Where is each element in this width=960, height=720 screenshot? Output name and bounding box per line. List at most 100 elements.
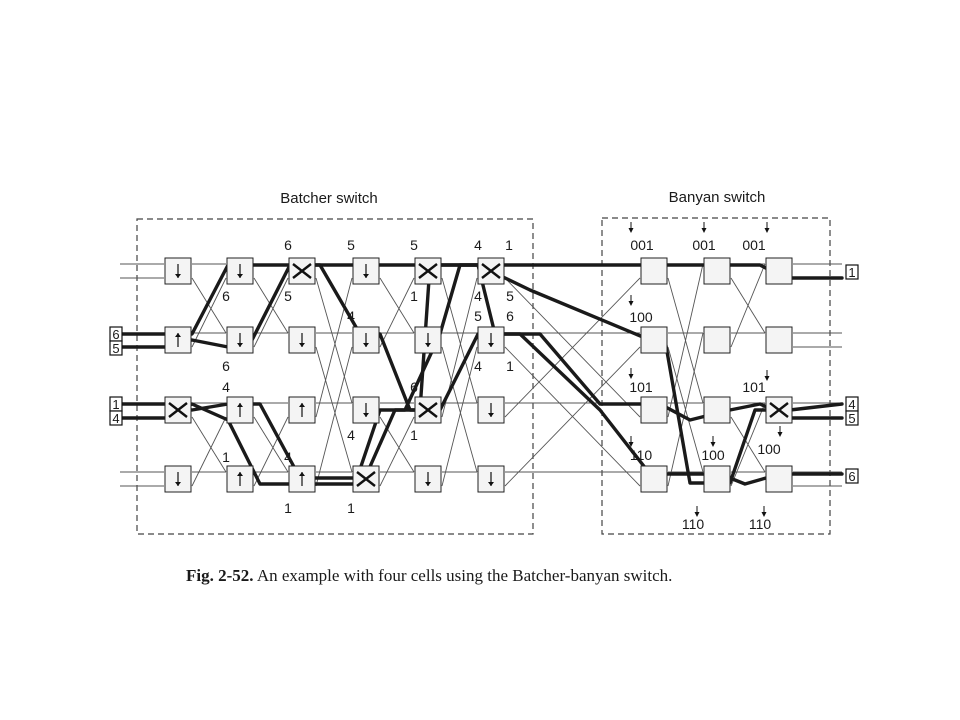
- input-port-3: 1: [109, 396, 123, 412]
- figure-caption-text: An example with four cells using the Bat…: [256, 566, 673, 585]
- input-port-1: 6: [109, 326, 123, 342]
- input-port-label: 6: [112, 327, 119, 342]
- batcher-label: 5: [474, 308, 482, 324]
- tag-arrow-1-head: [628, 228, 634, 233]
- batcher-label: 4: [284, 449, 292, 465]
- input-port-4: 4: [109, 410, 123, 426]
- tag-arrow-11-head: [761, 512, 767, 517]
- switch-arrow-2-1-head: [237, 274, 243, 278]
- batcher-label: 4: [222, 379, 230, 395]
- batcher-label: 1: [222, 449, 230, 465]
- switch-arrow-2-3-head: [237, 403, 243, 407]
- banyan-label: 101: [629, 379, 653, 395]
- output-port-4: 6: [845, 468, 859, 484]
- tag-arrow-9-head: [777, 432, 783, 437]
- switch-arrow-4-1-head: [363, 274, 369, 278]
- batcher-label: 1: [505, 237, 513, 253]
- banyan-switch-1-3: [640, 396, 668, 424]
- switch-arrow-5-2-head: [425, 343, 431, 347]
- batcher-label: 6: [222, 358, 230, 374]
- banyan-switch-2-3: [703, 396, 731, 424]
- switch-arrow-5-4-head: [425, 482, 431, 486]
- switch-arrow-3-4-head: [299, 472, 305, 476]
- switch-arrow-5-3: [418, 402, 438, 418]
- switch-arrow-6-4-head: [488, 482, 494, 486]
- batcher-label: 4: [347, 427, 355, 443]
- banyan-label: 001: [630, 237, 654, 253]
- output-port-3: 5: [845, 410, 859, 426]
- tag-arrow-5-head: [628, 374, 634, 379]
- batcher-label: 1: [284, 500, 292, 516]
- switch-arrow-6-1: [481, 263, 501, 279]
- banyan-label: 100: [757, 441, 781, 457]
- batcher-label: 1: [410, 288, 418, 304]
- banyan-switch-3-2: [765, 326, 793, 354]
- input-port-label: 1: [112, 397, 119, 412]
- output-port-2: 4: [845, 396, 859, 412]
- banyan-switch-2-4: [703, 465, 731, 493]
- switch-arrow-4-4: [356, 471, 376, 487]
- input-port-2: 5: [109, 340, 123, 356]
- tag-arrow-7-head: [628, 442, 634, 447]
- switch-arrow-1-4-head: [175, 482, 181, 486]
- batcher-label: 6: [222, 288, 230, 304]
- output-port-1: 1: [845, 264, 859, 280]
- output-port-label: 5: [848, 411, 855, 426]
- switch-arrow-3-2-head: [299, 343, 305, 347]
- banyan-switch-2-1: [703, 257, 731, 285]
- output-port-label: 6: [848, 469, 855, 484]
- banyan-label: 110: [630, 447, 653, 463]
- batcher-label: 1: [506, 358, 514, 374]
- input-port-label: 5: [112, 341, 119, 356]
- tag-arrow-4-head: [628, 301, 634, 306]
- banyan-switch-3-4: [765, 465, 793, 493]
- output-port-label: 4: [848, 397, 855, 412]
- tag-arrow-2-head: [701, 228, 707, 233]
- switch-arrow-2-4-head: [237, 472, 243, 476]
- output-port-label: 1: [848, 265, 855, 280]
- batcher-label: 5: [284, 288, 292, 304]
- batcher-label: 1: [410, 427, 418, 443]
- batcher-label: 4: [347, 308, 355, 324]
- switch-arrow-5-1: [418, 263, 438, 279]
- batcher-label: 6: [506, 308, 514, 324]
- batcher-label: 5: [347, 237, 355, 253]
- batcher-label: 4: [474, 288, 482, 304]
- batcher-switch-frame: [136, 218, 534, 535]
- figure-caption: Fig. 2-52. An example with four cells us…: [186, 566, 886, 586]
- banyan-switch-title: Banyan switch: [669, 189, 766, 206]
- banyan-cross-3-3: [769, 402, 789, 418]
- switch-arrow-6-2-head: [488, 343, 494, 347]
- switch-arrow-1-1-head: [175, 274, 181, 278]
- banyan-label: 110: [749, 516, 772, 532]
- tag-arrow-3-head: [764, 228, 770, 233]
- batcher-label: 5: [410, 237, 418, 253]
- batcher-label: 6: [284, 237, 292, 253]
- batcher-label: 5: [506, 288, 514, 304]
- banyan-switch-1-2: [640, 326, 668, 354]
- switch-arrow-1-2-head: [175, 333, 181, 337]
- banyan-label: 001: [692, 237, 716, 253]
- banyan-label: 001: [742, 237, 766, 253]
- batcher-label: 4: [474, 358, 482, 374]
- banyan-switch-2-2: [703, 326, 731, 354]
- banyan-switch-1-4: [640, 465, 668, 493]
- banyan-label: 110: [682, 516, 705, 532]
- switch-arrow-4-2-head: [363, 343, 369, 347]
- banyan-label: 101: [742, 379, 766, 395]
- tag-arrow-8-head: [710, 442, 716, 447]
- switch-arrow-3-3-head: [299, 403, 305, 407]
- batcher-label: 6: [410, 379, 418, 395]
- batcher-label: 4: [474, 237, 482, 253]
- switch-arrow-3-1: [292, 263, 312, 279]
- switch-arrow-4-3-head: [363, 413, 369, 417]
- input-port-label: 4: [112, 411, 119, 426]
- batcher-label: 1: [347, 500, 355, 516]
- tag-arrow-10-head: [694, 512, 700, 517]
- switch-arrow-2-2-head: [237, 343, 243, 347]
- direction-arrows: [168, 222, 789, 517]
- banyan-label: 100: [629, 309, 653, 325]
